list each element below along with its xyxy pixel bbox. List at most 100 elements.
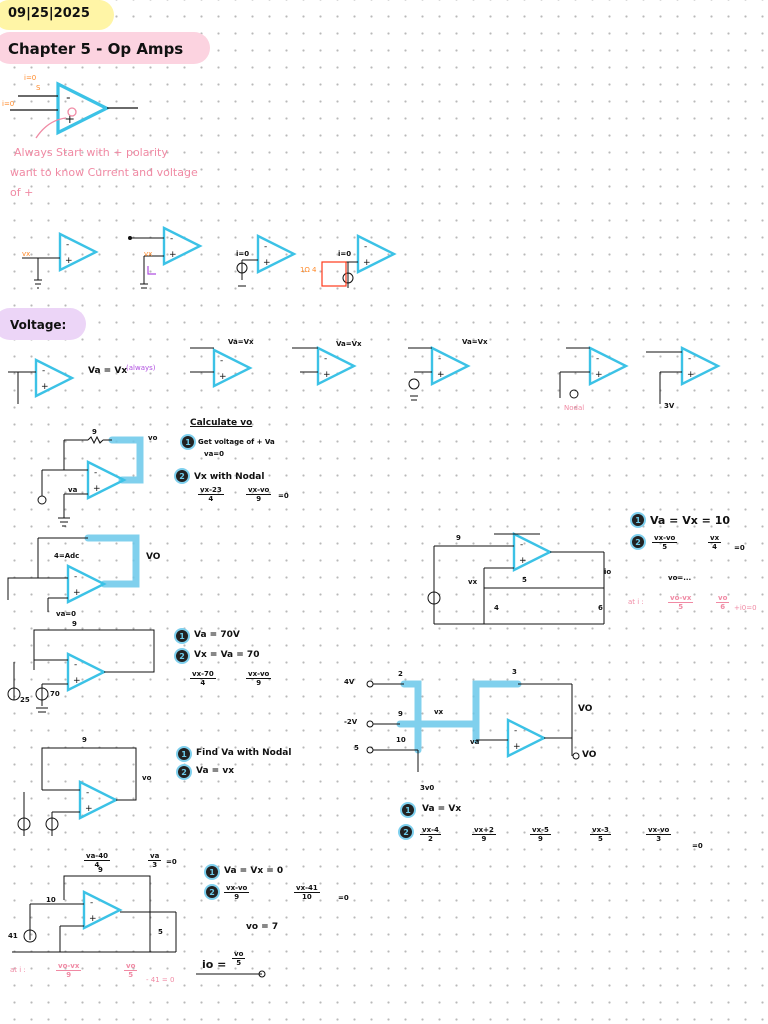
p7-top-f2-den: 3 xyxy=(152,861,158,869)
p3-r-top: 9 xyxy=(456,534,461,542)
date-text: 09|25|2025 xyxy=(8,6,90,21)
p1-f2-num: vx-vo xyxy=(246,486,272,495)
p6-vx: vx xyxy=(434,708,444,716)
p6-term-1-num: vx-4 xyxy=(420,826,441,835)
p1-f2-den: 9 xyxy=(256,495,262,503)
p3-i0-f2-num: vo xyxy=(716,594,730,603)
p7-pink-f2-num: vo xyxy=(124,962,138,971)
p7-f2-num: vx-41 xyxy=(294,884,320,893)
p3-vx: vx xyxy=(468,578,478,586)
p2-va0: va=0 xyxy=(56,610,77,618)
three-volt-label: 3V xyxy=(664,402,675,410)
p3-i0-f1-den: 5 xyxy=(678,603,684,611)
date-highlight xyxy=(0,0,114,30)
p6-term-5-den: 3 xyxy=(656,835,662,843)
intro-opamp xyxy=(56,82,109,135)
p1-vo-label: vo xyxy=(148,434,158,442)
p4-f2-num: vx-vo xyxy=(246,670,272,679)
p3-i0-end: +i0=0 xyxy=(734,604,757,612)
p4-f2-den: 9 xyxy=(256,679,262,687)
p7-src: 41 xyxy=(8,932,18,940)
intro-minus-label-2: S xyxy=(36,84,41,92)
p6-vo: VO xyxy=(578,704,593,714)
p3-r-right: 6 xyxy=(598,604,603,612)
page-title: Chapter 5 - Op Amps xyxy=(8,40,184,58)
nodal-tag: Nodal xyxy=(564,404,585,412)
p3-i0-f1-num: vo-vx xyxy=(668,594,694,603)
intro-plus-label: i=0 xyxy=(2,100,15,108)
p2-vo-label: VO xyxy=(146,552,161,562)
p5-step-1-badge: 1 xyxy=(178,748,190,760)
p3-f2-num: vx xyxy=(708,534,722,543)
p7-f1-num: vx-vo xyxy=(224,884,250,893)
intro-note-line-2: want to know Current and voltage xyxy=(10,166,198,179)
p1-f1-den: 4 xyxy=(208,495,214,503)
p6-r-2: 9 xyxy=(398,710,403,718)
p6-term-2-num: vx+2 xyxy=(472,826,496,835)
p4-r-top: 9 xyxy=(72,620,77,628)
p1-eq: =0 xyxy=(278,492,289,500)
p6-r-3: 10 xyxy=(396,736,406,744)
example-2-label: vx xyxy=(144,250,153,258)
p4-step-1-badge: 1 xyxy=(176,630,188,642)
p7-r3: 5 xyxy=(158,928,163,936)
p5-step-2: Va = vx xyxy=(196,766,235,776)
p6-term-1-den: 2 xyxy=(427,835,433,843)
p6-term-2-den: 9 xyxy=(481,835,487,843)
p1-step-2: Vx with Nodal xyxy=(194,472,265,482)
p6-r-1: 2 xyxy=(398,670,403,678)
p1-resistor-label: 9 xyxy=(92,428,97,436)
top-label-2: Va=Vx xyxy=(336,340,362,348)
p4-src-2: 70 xyxy=(50,690,60,698)
p6-term-3-den: 9 xyxy=(537,835,543,843)
p7-step-2-badge: 2 xyxy=(206,886,218,898)
top-label-3: Va=Vx xyxy=(462,338,488,346)
p1-step-2-badge: 2 xyxy=(176,470,188,482)
section-highlight xyxy=(0,308,86,340)
p5-r: 9 xyxy=(82,736,87,744)
p7-io-den: 5 xyxy=(236,959,242,967)
p4-src-1: 25 xyxy=(20,696,30,704)
p4-step-1: Va = 70V xyxy=(194,630,240,640)
intro-note-line-3: of + xyxy=(10,186,34,199)
p3-i0-prefix: at i : xyxy=(628,598,644,606)
title-highlight xyxy=(0,32,210,64)
p5-vo: vo xyxy=(142,774,152,782)
p5-step-1: Find Va with Nodal xyxy=(196,748,292,758)
p7-pink-f1-num: vo-vx xyxy=(56,962,82,971)
p1-step-1-badge: 1 xyxy=(182,436,194,448)
p7-top-f1-num: va-40 xyxy=(84,852,110,861)
example-1-label: vx xyxy=(22,250,31,258)
p7-io-num: vo xyxy=(232,950,246,959)
p6-step-1-badge: 1 xyxy=(402,804,414,816)
p7-f2-den: 10 xyxy=(301,893,312,901)
p1-va-label: va xyxy=(68,486,78,494)
p6-in-3: 5 xyxy=(354,744,359,752)
example-4-side: 1Ω 4 xyxy=(300,266,317,274)
p7-top-f1-den: 4 xyxy=(94,861,100,869)
p7-r2: 9 xyxy=(98,866,103,874)
p4-f1-den: 4 xyxy=(200,679,206,687)
p2-note: 4=Adc xyxy=(54,552,80,560)
p3-f2-den: 4 xyxy=(712,543,717,551)
p5-step-2-badge: 2 xyxy=(178,766,190,778)
p3-f1-num: vx-vo xyxy=(652,534,678,543)
p7-pink-f2-den: 5 xyxy=(128,971,134,979)
p6-in-2: -2V xyxy=(344,718,358,726)
example-3-label: i=0 xyxy=(236,250,250,258)
p7-pink-end: - 41 = 0 xyxy=(146,976,175,984)
